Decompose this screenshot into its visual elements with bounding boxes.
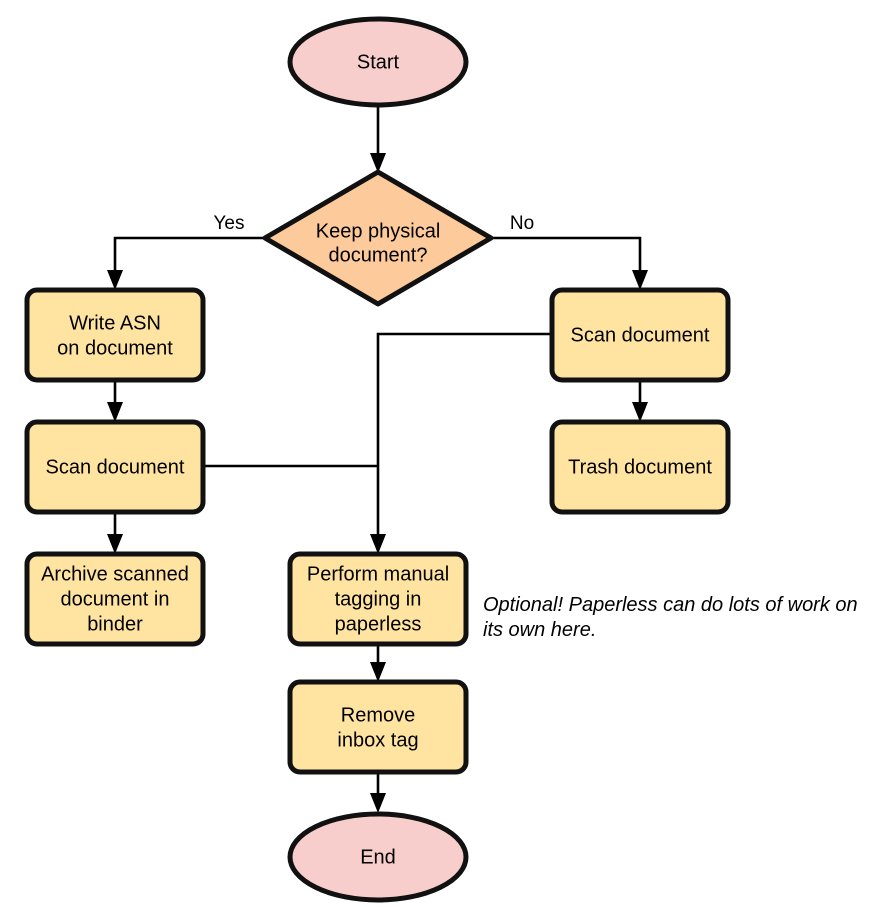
write-asn-box	[24, 287, 206, 383]
arrowhead-icon	[107, 534, 123, 554]
edge-scan-right-to-tagging	[370, 332, 552, 554]
edge-line	[113, 236, 265, 277]
tagging-label-line3: paperless	[335, 613, 422, 635]
node-scan-document-left[interactable]: Scan document	[24, 419, 206, 515]
archive-label-line3: binder	[87, 613, 143, 635]
scan-document-left-box	[24, 419, 206, 515]
write-asn-label-line1: Write ASN	[69, 312, 161, 334]
arrowhead-icon	[632, 270, 648, 290]
edge-write-asn-to-scan-left	[107, 380, 123, 422]
archive-box	[24, 551, 206, 647]
archive-label-line2: document in	[61, 588, 170, 610]
node-remove-inbox-tag[interactable]: Remove inbox tag	[287, 679, 469, 775]
end-label: End	[360, 846, 396, 868]
annotation-line2: its own here.	[483, 619, 596, 641]
node-archive-scanned-document[interactable]: Archive scanned document in binder	[24, 551, 206, 647]
edge-scan-right-to-trash	[632, 380, 648, 422]
node-end[interactable]: End	[287, 811, 469, 903]
start-ellipse	[287, 16, 469, 108]
trash-document-label: Trash document	[568, 456, 712, 478]
remove-inbox-label-line1: Remove	[341, 704, 415, 726]
edge-decision-no-to-scan-right	[491, 236, 648, 290]
node-perform-manual-tagging[interactable]: Perform manual tagging in paperless	[287, 551, 469, 647]
arrowhead-icon	[107, 270, 123, 290]
end-ellipse	[287, 811, 469, 903]
edge-label-no: No	[510, 213, 534, 234]
remove-inbox-box	[287, 679, 469, 775]
arrowhead-icon	[370, 793, 386, 813]
edge-start-to-decision	[370, 103, 386, 173]
arrowhead-icon	[370, 153, 386, 173]
edge-line	[376, 332, 552, 541]
edge-remove-inbox-to-end	[370, 772, 386, 813]
trash-document-box	[549, 419, 731, 515]
decision-diamond	[262, 169, 494, 307]
remove-inbox-label-line2: inbox tag	[337, 729, 418, 751]
edge-decision-yes-to-write-asn	[107, 236, 265, 290]
node-start[interactable]: Start	[287, 16, 469, 108]
arrowhead-icon	[632, 402, 648, 422]
arrowhead-icon	[370, 662, 386, 682]
write-asn-label-line2: on document	[57, 337, 173, 359]
node-decision-keep-physical-document[interactable]: Keep physical document?	[262, 169, 494, 307]
scan-document-right-label: Scan document	[571, 324, 710, 346]
tagging-box	[287, 551, 469, 647]
decision-label-line1: Keep physical	[316, 220, 441, 242]
node-write-asn[interactable]: Write ASN on document	[24, 287, 206, 383]
archive-label-line1: Archive scanned	[41, 563, 189, 585]
annotation-line1: Optional! Paperless can do lots of work …	[483, 594, 858, 616]
scan-document-left-label: Scan document	[46, 456, 185, 478]
arrowhead-icon	[370, 534, 386, 554]
node-trash-document[interactable]: Trash document	[549, 419, 731, 515]
edge-scan-left-to-archive	[107, 512, 123, 554]
edge-tagging-to-remove-inbox	[370, 644, 386, 682]
edge-label-yes: Yes	[214, 213, 245, 234]
start-label: Start	[357, 51, 400, 73]
node-scan-document-right[interactable]: Scan document	[549, 287, 731, 383]
edge-line	[491, 236, 642, 277]
arrowhead-icon	[107, 402, 123, 422]
tagging-label-line2: tagging in	[335, 588, 422, 610]
annotation-optional-paperless: Optional! Paperless can do lots of work …	[483, 594, 858, 641]
tagging-label-line1: Perform manual	[307, 563, 449, 585]
scan-document-right-box	[549, 287, 731, 383]
decision-label-line2: document?	[329, 244, 428, 266]
